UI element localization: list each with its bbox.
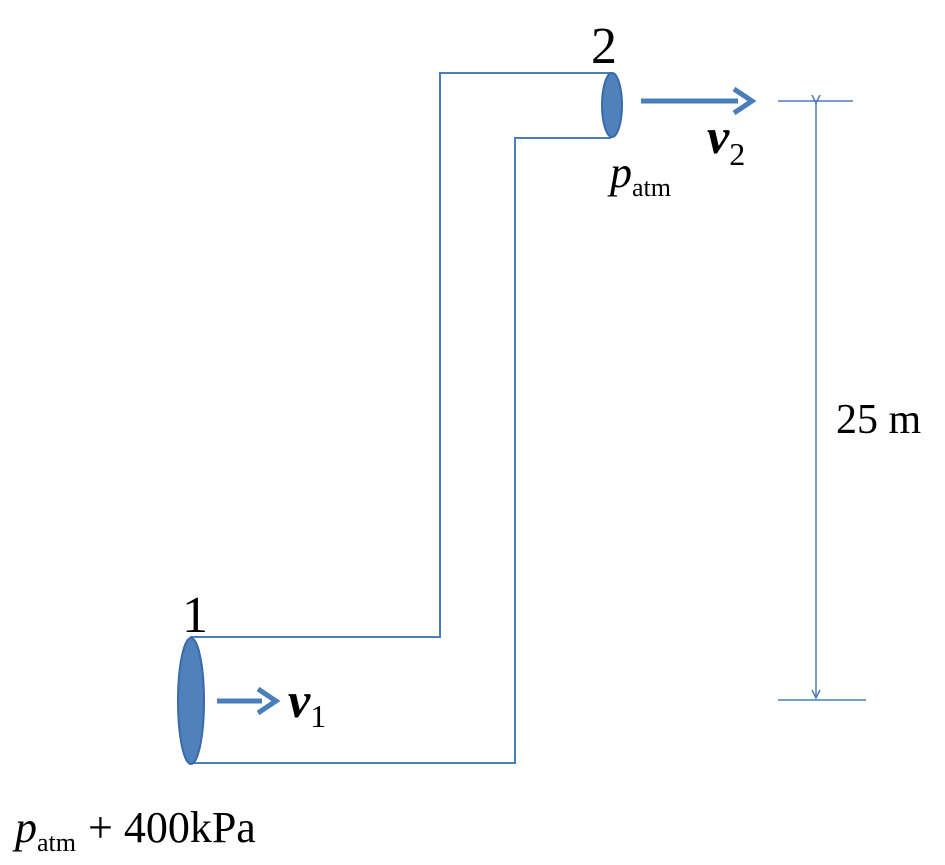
outlet-flow-arrow	[641, 86, 757, 116]
outlet-cross-section	[601, 72, 623, 138]
pipe-upper-wall	[190, 72, 611, 638]
inlet-flow-arrow	[217, 686, 281, 716]
height-label: 25 m	[836, 397, 922, 443]
v1-label: v1	[288, 672, 326, 734]
point-1-label: 1	[182, 587, 208, 644]
inlet-cross-section	[177, 637, 205, 765]
pipe-lower-wall	[190, 137, 611, 764]
point-2-label: 2	[591, 18, 617, 75]
pipe	[190, 72, 611, 764]
height-dimension	[778, 101, 866, 701]
outlet-pressure-label: patm	[607, 148, 671, 202]
inlet-pressure-label: patm+ 400kPa	[12, 803, 256, 857]
v2-label: v2	[707, 108, 745, 172]
